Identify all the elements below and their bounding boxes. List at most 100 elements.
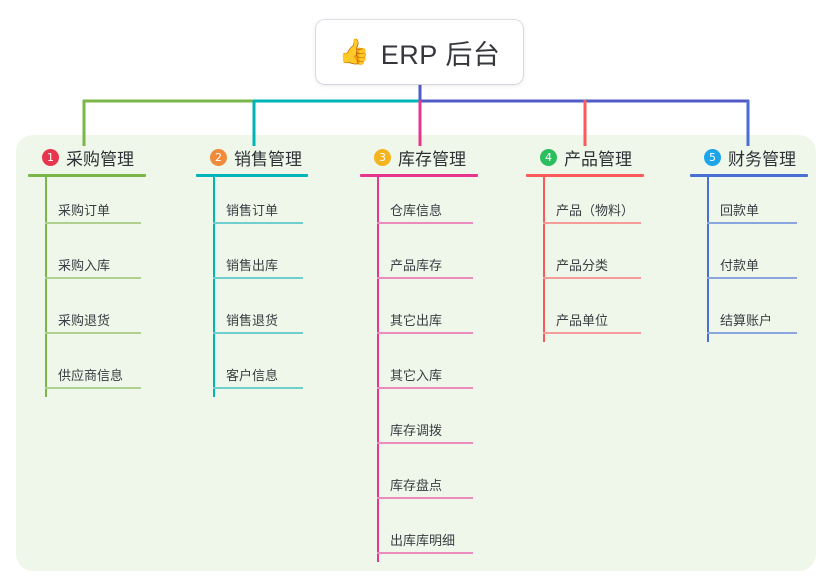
leaf-rule — [377, 332, 473, 334]
branch-column-3: 3 库存管理仓库信息产品库存其它出库其它入库库存调拨库存盘点出库库明细 — [360, 145, 478, 562]
leaf-label: 仓库信息 — [390, 203, 443, 218]
leaf-rule — [377, 497, 473, 499]
leaf-rule — [377, 552, 473, 554]
branch-children-5: 回款单付款单结算账户 — [690, 177, 808, 342]
leaf-node[interactable]: 采购订单 — [28, 177, 146, 232]
leaf-node[interactable]: 产品单位 — [526, 287, 644, 342]
branch-title-2: 销售管理 — [234, 149, 302, 169]
leaf-node[interactable]: 供应商信息 — [28, 342, 146, 397]
leaf-rule — [707, 277, 797, 279]
branch-column-2: 2 销售管理销售订单销售出库销售退货客户信息 — [196, 145, 308, 397]
branch-header-2[interactable]: 2 销售管理 — [196, 145, 308, 169]
branch-title-1: 采购管理 — [66, 149, 134, 169]
leaf-rule — [45, 332, 141, 334]
branch-header-5[interactable]: 5 财务管理 — [690, 145, 808, 169]
leaf-label: 结算账户 — [720, 313, 773, 328]
branch-title-3: 库存管理 — [398, 149, 466, 169]
thumbs-up-icon: 👍 — [338, 37, 370, 66]
leaf-node[interactable]: 销售订单 — [196, 177, 308, 232]
leaf-node[interactable]: 付款单 — [690, 232, 808, 287]
branch-spine-2 — [213, 177, 215, 397]
leaf-label: 其它出库 — [390, 313, 443, 328]
leaf-node[interactable]: 其它入库 — [360, 342, 478, 397]
leaf-rule — [213, 277, 303, 279]
branch-header-rule-3 — [360, 174, 478, 177]
branch-column-1: 1 采购管理采购订单采购入库采购退货供应商信息 — [28, 145, 146, 397]
leaf-rule — [213, 332, 303, 334]
branch-header-3[interactable]: 3 库存管理 — [360, 145, 478, 169]
leaf-node[interactable]: 销售出库 — [196, 232, 308, 287]
branch-spine-5 — [707, 177, 709, 342]
leaf-label: 采购入库 — [58, 258, 111, 273]
leaf-label: 销售出库 — [226, 258, 279, 273]
leaf-node[interactable]: 仓库信息 — [360, 177, 478, 232]
leaf-label: 销售订单 — [226, 203, 279, 218]
leaf-rule — [377, 277, 473, 279]
leaf-rule — [543, 222, 641, 224]
root-title: ERP 后台 — [380, 39, 501, 70]
root-node[interactable]: 👍 ERP 后台 — [316, 20, 523, 84]
leaf-node[interactable]: 产品分类 — [526, 232, 644, 287]
leaf-node[interactable]: 出库库明细 — [360, 507, 478, 562]
branch-header-rule-4 — [526, 174, 644, 177]
leaf-node[interactable]: 库存盘点 — [360, 452, 478, 507]
leaf-node[interactable]: 结算账户 — [690, 287, 808, 342]
leaf-rule — [707, 332, 797, 334]
leaf-node[interactable]: 采购退货 — [28, 287, 146, 342]
leaf-rule — [377, 387, 473, 389]
leaf-label: 出库库明细 — [390, 533, 456, 548]
leaf-label: 供应商信息 — [58, 368, 124, 383]
leaf-rule — [213, 222, 303, 224]
branch-spine-1 — [45, 177, 47, 397]
branch-children-2: 销售订单销售出库销售退货客户信息 — [196, 177, 308, 397]
branch-badge-2: 2 — [210, 148, 227, 166]
leaf-label: 产品（物料） — [556, 203, 635, 218]
branch-badge-1: 1 — [42, 148, 59, 166]
leaf-rule — [377, 222, 473, 224]
leaf-label: 采购订单 — [58, 203, 111, 218]
root-node-content: 👍 ERP 后台 — [339, 33, 501, 72]
leaf-label: 产品分类 — [556, 258, 609, 273]
branch-spine-4 — [543, 177, 545, 342]
leaf-rule — [377, 442, 473, 444]
leaf-node[interactable]: 销售退货 — [196, 287, 308, 342]
leaf-label: 产品单位 — [556, 313, 609, 328]
branch-badge-3: 3 — [374, 148, 391, 166]
leaf-node[interactable]: 回款单 — [690, 177, 808, 232]
leaf-label: 库存盘点 — [390, 478, 443, 493]
leaf-rule — [707, 222, 797, 224]
branch-header-rule-1 — [28, 174, 146, 177]
branch-header-rule-2 — [196, 174, 308, 177]
leaf-rule — [543, 332, 641, 334]
leaf-node[interactable]: 库存调拨 — [360, 397, 478, 452]
branch-children-1: 采购订单采购入库采购退货供应商信息 — [28, 177, 146, 397]
branch-badge-4: 4 — [540, 148, 557, 166]
leaf-node[interactable]: 采购入库 — [28, 232, 146, 287]
branch-header-1[interactable]: 1 采购管理 — [28, 145, 146, 169]
branch-spine-3 — [377, 177, 379, 562]
leaf-label: 销售退货 — [226, 313, 279, 328]
leaf-rule — [543, 277, 641, 279]
leaf-label: 其它入库 — [390, 368, 443, 383]
branch-title-5: 财务管理 — [728, 149, 796, 169]
leaf-node[interactable]: 客户信息 — [196, 342, 308, 397]
leaf-node[interactable]: 其它出库 — [360, 287, 478, 342]
leaf-node[interactable]: 产品库存 — [360, 232, 478, 287]
leaf-node[interactable]: 产品（物料） — [526, 177, 644, 232]
leaf-label: 采购退货 — [58, 313, 111, 328]
leaf-rule — [45, 387, 141, 389]
branch-column-5: 5 财务管理回款单付款单结算账户 — [690, 145, 808, 342]
leaf-label: 付款单 — [720, 258, 760, 273]
branch-header-rule-5 — [690, 174, 808, 177]
leaf-label: 客户信息 — [226, 368, 279, 383]
leaf-label: 库存调拨 — [390, 423, 443, 438]
leaf-rule — [213, 387, 303, 389]
branch-children-4: 产品（物料） 产品分类产品单位 — [526, 177, 644, 342]
leaf-rule — [45, 222, 141, 224]
leaf-label: 回款单 — [720, 203, 760, 218]
leaf-label: 产品库存 — [390, 258, 443, 273]
branch-badge-5: 5 — [704, 148, 721, 166]
